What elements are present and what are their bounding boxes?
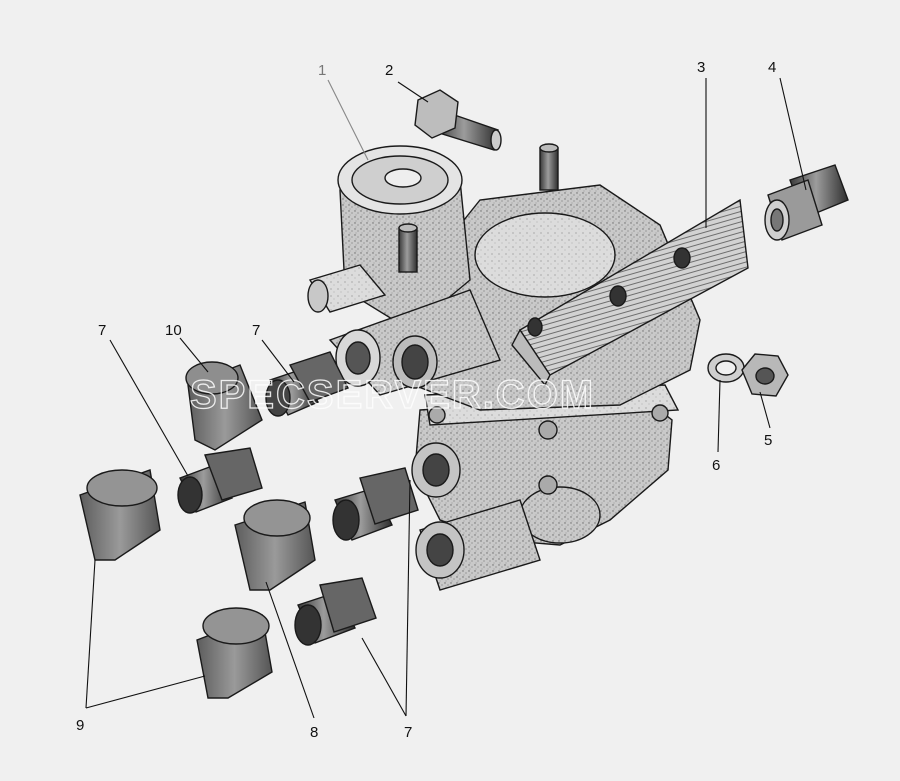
callout-4: 4	[768, 59, 776, 76]
leader-6	[717, 379, 721, 453]
callout-7-lower: 7	[404, 724, 412, 741]
leader-7c-1	[405, 479, 411, 717]
leader-7b	[261, 339, 295, 383]
leader-8	[265, 581, 315, 719]
callout-6: 6	[712, 457, 720, 474]
callout-3: 3	[697, 59, 705, 76]
leader-9-2	[85, 675, 206, 709]
leader-2	[397, 81, 429, 103]
leader-4	[779, 77, 807, 191]
mounting-bracket-illustration	[511, 198, 749, 387]
leader-9-1	[85, 559, 96, 709]
callout-7-left: 7	[98, 322, 106, 339]
leader-5	[759, 391, 771, 429]
leader-1	[327, 79, 369, 161]
cap-illustration-10	[185, 361, 263, 451]
callout-9: 9	[76, 717, 84, 734]
callout-labels: 1 2 3 4 5 6 7 7 7 8 9 10	[76, 59, 776, 741]
cap-illustration-9-upper	[79, 469, 161, 561]
adapter-illustration-lower	[294, 577, 377, 646]
lock-washer-illustration	[707, 353, 745, 383]
callout-2: 2	[385, 62, 393, 79]
watermark-text: SPECSERVER.COM	[190, 373, 595, 417]
callout-10: 10	[165, 322, 182, 339]
cap-illustration-8	[234, 499, 316, 591]
bolt-illustration	[414, 89, 502, 151]
fitting-illustration	[764, 164, 849, 241]
adapter-illustration-mid	[177, 447, 263, 514]
nut-illustration	[741, 353, 789, 397]
cap-illustration-9-lower	[196, 607, 273, 699]
adapter-illustration-right	[332, 467, 419, 541]
callout-7-upper: 7	[252, 322, 260, 339]
adapter-illustration-upper	[265, 351, 349, 417]
leader-lines	[85, 77, 807, 719]
leader-10	[179, 337, 209, 373]
leader-7a	[109, 339, 189, 477]
callout-8: 8	[310, 724, 318, 741]
callout-5: 5	[764, 432, 772, 449]
leader-7c-2	[361, 637, 407, 717]
valve-body-illustration	[307, 143, 701, 591]
callout-1: 1	[318, 62, 326, 79]
